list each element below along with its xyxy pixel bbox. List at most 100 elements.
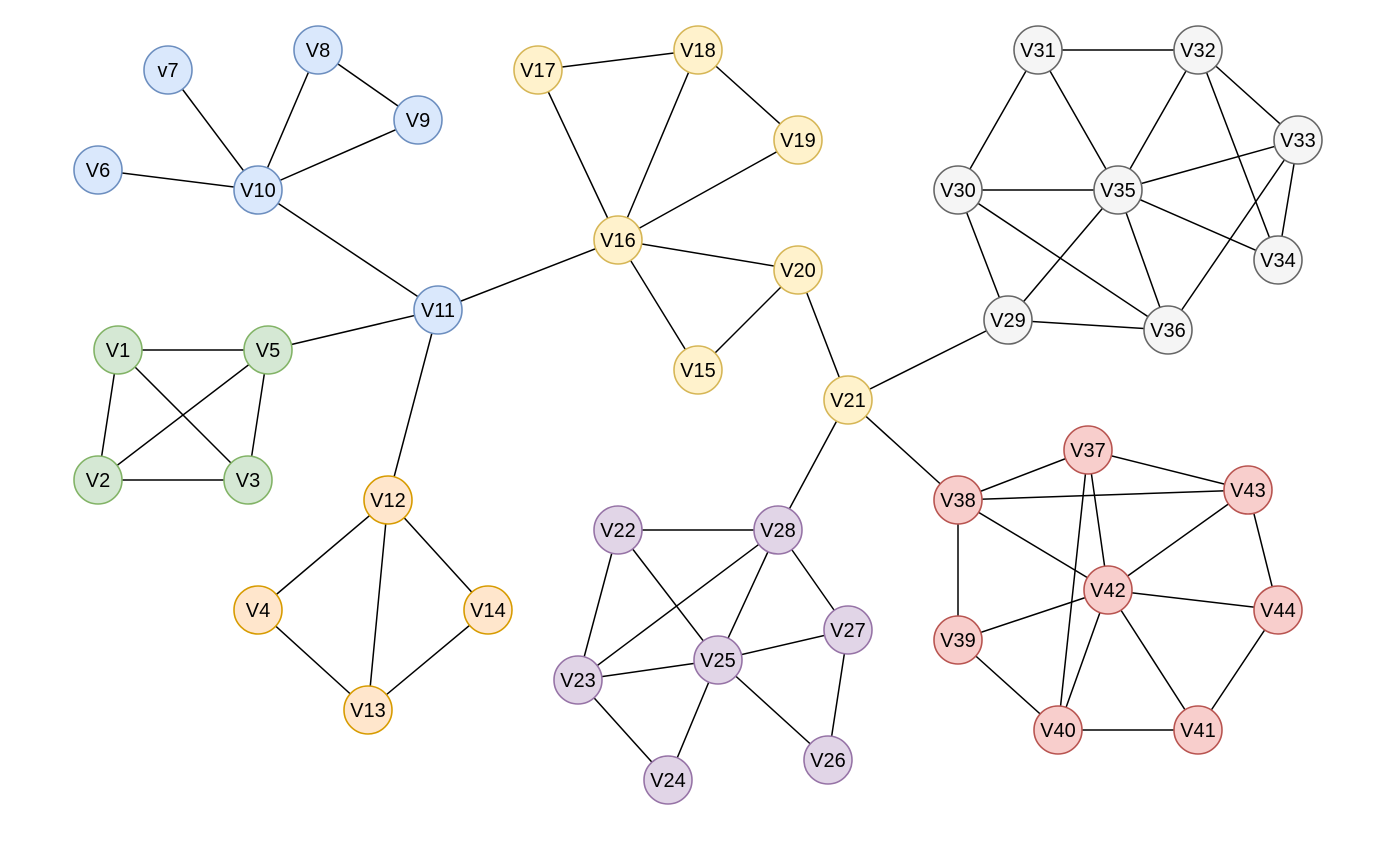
node-label: V28: [760, 520, 796, 542]
node-v10[interactable]: V10: [233, 165, 283, 215]
node-v40[interactable]: V40: [1033, 705, 1083, 755]
node-v26[interactable]: V26: [803, 735, 853, 785]
node-label: V30: [940, 180, 976, 202]
node-v32[interactable]: V32: [1173, 25, 1223, 75]
node-v9[interactable]: V9: [393, 95, 443, 145]
edge-v42-v39: [957, 589, 1109, 641]
node-label: V1: [106, 340, 130, 362]
node-v8[interactable]: V8: [293, 25, 343, 75]
node-v27[interactable]: V27: [823, 605, 873, 655]
node-circle: [1253, 585, 1303, 635]
node-circle: [223, 455, 273, 505]
node-circle: [243, 325, 293, 375]
node-v30[interactable]: V30: [933, 165, 983, 215]
node-label: V15: [680, 360, 716, 382]
edge-v21-v29: [847, 319, 1009, 401]
edge-v19-v16: [617, 139, 799, 241]
node-v14[interactable]: V14: [463, 585, 513, 635]
edge-v17-v18: [537, 49, 699, 71]
node-v12[interactable]: V12: [363, 475, 413, 525]
node-v24[interactable]: V24: [643, 755, 693, 805]
edge-v29-v36: [1007, 319, 1169, 331]
node-v6[interactable]: V6: [73, 145, 123, 195]
node-label: V21: [830, 390, 866, 412]
node-v43[interactable]: V43: [1223, 465, 1273, 515]
node-v33[interactable]: V33: [1273, 115, 1323, 165]
node-v39[interactable]: V39: [933, 615, 983, 665]
node-v34[interactable]: V34: [1253, 235, 1303, 285]
node-circle: [463, 585, 513, 635]
node-circle: [593, 505, 643, 555]
node-v3[interactable]: V3: [223, 455, 273, 505]
node-v37[interactable]: V37: [1063, 425, 1113, 475]
node-circle: [673, 345, 723, 395]
node-circle: [293, 25, 343, 75]
node-label: V44: [1260, 600, 1296, 622]
edge-v16-v15: [617, 239, 699, 371]
node-v21[interactable]: V21: [823, 375, 873, 425]
node-circle: [343, 685, 393, 735]
node-v31[interactable]: V31: [1013, 25, 1063, 75]
node-label: V36: [1150, 320, 1186, 342]
node-label: V8: [306, 40, 330, 62]
edge-v28-v23: [577, 529, 779, 681]
edge-v9-v10: [257, 119, 419, 191]
node-v15[interactable]: V15: [673, 345, 723, 395]
edge-v16-v20: [617, 239, 799, 271]
node-v25[interactable]: V25: [693, 635, 743, 685]
node-v4[interactable]: V4: [233, 585, 283, 635]
node-v7[interactable]: v7: [143, 45, 193, 95]
node-v11[interactable]: V11: [413, 285, 463, 335]
edge-v17-v16: [537, 69, 619, 241]
edge-v31-v30: [957, 49, 1039, 191]
node-circle: [933, 615, 983, 665]
node-v29[interactable]: V29: [983, 295, 1033, 345]
node-circle: [73, 145, 123, 195]
node-circle: [233, 165, 283, 215]
edge-v22-v25: [617, 529, 719, 661]
node-label: V26: [810, 750, 846, 772]
node-circle: [1223, 465, 1273, 515]
node-v38[interactable]: V38: [933, 475, 983, 525]
node-v22[interactable]: V22: [593, 505, 643, 555]
edge-v37-v40: [1057, 449, 1089, 731]
node-circle: [233, 585, 283, 635]
node-circle: [693, 635, 743, 685]
node-label: V43: [1230, 480, 1266, 502]
node-circle: [553, 655, 603, 705]
node-circle: [643, 755, 693, 805]
node-circle: [363, 475, 413, 525]
node-circle: [823, 375, 873, 425]
node-label: V20: [780, 260, 816, 282]
node-circle: [593, 215, 643, 265]
edge-v35-v34: [1117, 189, 1279, 261]
node-label: V25: [700, 650, 736, 672]
node-label: V18: [680, 40, 716, 62]
node-v36[interactable]: V36: [1143, 305, 1193, 355]
node-label: V4: [246, 600, 270, 622]
node-v23[interactable]: V23: [553, 655, 603, 705]
edge-v8-v10: [257, 49, 319, 191]
node-v5[interactable]: V5: [243, 325, 293, 375]
node-v13[interactable]: V13: [343, 685, 393, 735]
node-v19[interactable]: V19: [773, 115, 823, 165]
node-v20[interactable]: V20: [773, 245, 823, 295]
node-label: V41: [1180, 720, 1216, 742]
node-v42[interactable]: V42: [1083, 565, 1133, 615]
edge-v30-v36: [957, 189, 1169, 331]
node-v17[interactable]: V17: [513, 45, 563, 95]
node-v44[interactable]: V44: [1253, 585, 1303, 635]
edge-v32-v34: [1197, 49, 1279, 261]
node-v1[interactable]: V1: [93, 325, 143, 375]
node-circle: [413, 285, 463, 335]
node-label: V32: [1180, 40, 1216, 62]
node-v2[interactable]: V2: [73, 455, 123, 505]
node-v18[interactable]: V18: [673, 25, 723, 75]
node-label: V17: [520, 60, 556, 82]
node-v28[interactable]: V28: [753, 505, 803, 555]
node-v41[interactable]: V41: [1173, 705, 1223, 755]
node-v35[interactable]: V35: [1093, 165, 1143, 215]
node-v16[interactable]: V16: [593, 215, 643, 265]
node-circle: [933, 165, 983, 215]
